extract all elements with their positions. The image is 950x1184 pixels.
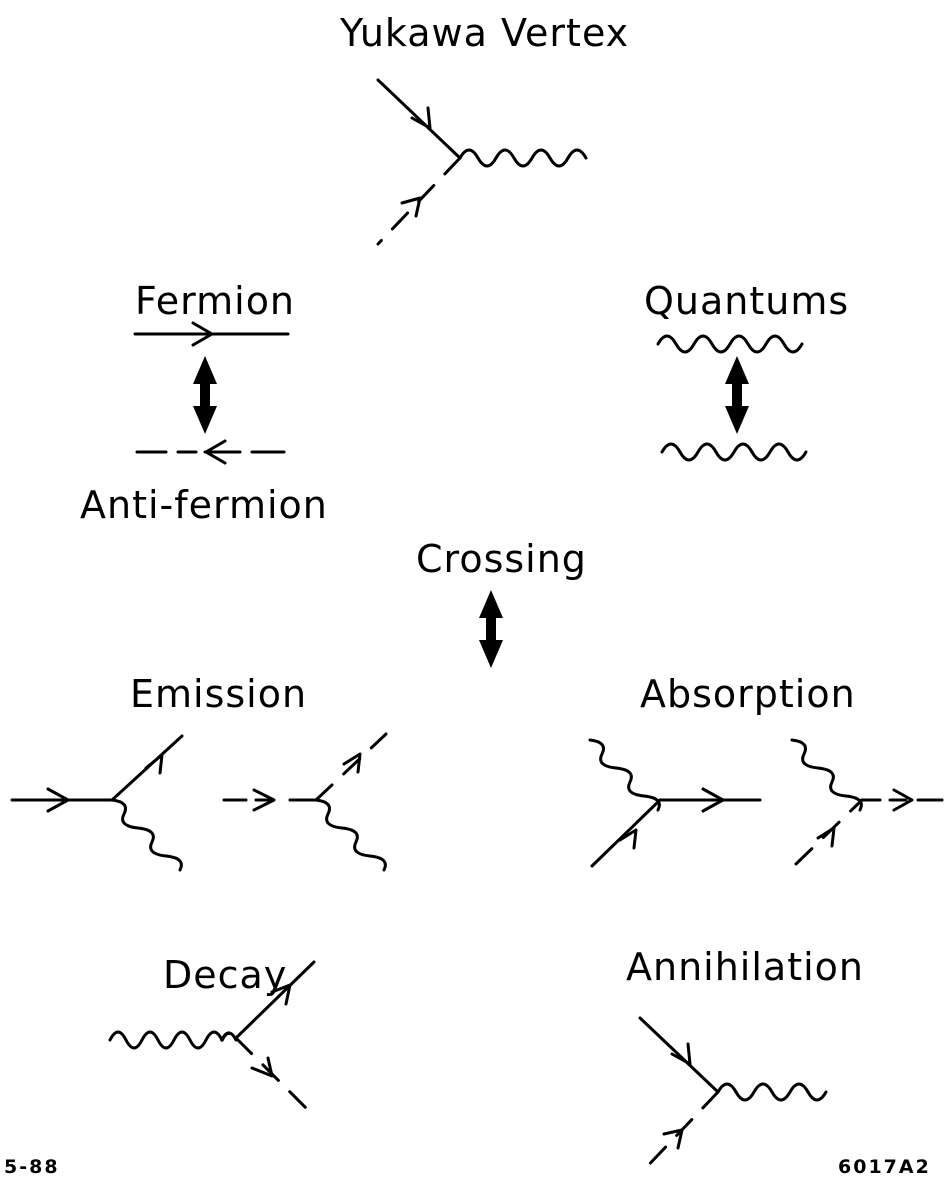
yukawa-quantum-wave xyxy=(458,148,588,168)
absorption-antifermion-diagram xyxy=(790,738,944,866)
emission-fermion-diagram xyxy=(10,734,184,872)
fermion-double-arrow-icon xyxy=(193,356,217,434)
fermion-line-diagram xyxy=(133,321,290,347)
label-crossing: Crossing xyxy=(416,537,587,581)
yukawa-fermion-line xyxy=(376,78,462,160)
fermion-arrow xyxy=(191,321,214,347)
label-emission: Emission xyxy=(130,672,308,716)
quantum-double-arrow-icon xyxy=(725,356,749,434)
absorption2-out-arrow xyxy=(892,788,914,812)
absorption1-in-arrow xyxy=(618,828,638,850)
absorption1-in-line xyxy=(590,798,662,868)
absorption-fermion-diagram xyxy=(588,738,762,868)
decay-vis-solid-fermion-arrow xyxy=(270,983,292,1006)
annihilation-fermion-line xyxy=(638,1016,720,1094)
quantum-wave-top xyxy=(656,334,804,354)
antifermion-arrow xyxy=(204,439,227,465)
emission1-out-arrow xyxy=(144,753,164,775)
annihilation-antifermion-arrow xyxy=(662,1128,684,1150)
label-decay: Decay xyxy=(163,953,288,997)
footer-left-code: 5-88 xyxy=(4,1156,60,1178)
emission2-out-line xyxy=(314,732,388,802)
absorption2-in-arrow xyxy=(816,826,836,848)
label-fermion: Fermion xyxy=(135,279,296,323)
annihilation-quantum-wave xyxy=(716,1082,828,1102)
absorption1-wave xyxy=(588,738,661,812)
yukawa-fermion-arrow xyxy=(410,106,432,130)
footer-right-code: 6017A2 xyxy=(838,1156,931,1178)
annihilation-diagram xyxy=(638,1016,828,1176)
crossing-double-arrow-icon xyxy=(479,590,503,668)
decay-vis-dashed-antifermion-down xyxy=(234,1036,318,1120)
decay-wave xyxy=(108,1030,224,1050)
antifermion-line-diagram xyxy=(135,439,286,465)
emission2-out-arrow xyxy=(342,752,362,774)
quantum-wave-bottom xyxy=(660,442,808,462)
emission1-wave xyxy=(110,798,183,872)
absorption1-out-arrow xyxy=(701,787,725,813)
label-quantums: Quantums xyxy=(644,279,850,323)
label-annihilation: Annihilation xyxy=(626,945,864,989)
title-yukawa-vertex: Yukawa Vertex xyxy=(340,11,630,55)
yukawa-antifermion-arrow xyxy=(400,196,422,218)
absorption2-wave xyxy=(790,738,863,812)
emission2-wave xyxy=(314,798,387,872)
yukawa-vertex-diagram xyxy=(376,78,588,246)
emission2-in-arrow xyxy=(252,788,276,812)
label-absorption: Absorption xyxy=(640,672,856,716)
decay-vis-solid-fermion-up xyxy=(234,960,316,1040)
annihilation-antifermion-line xyxy=(638,1090,720,1176)
emission-antifermion-diagram xyxy=(222,732,388,872)
annihilation-fermion-arrow xyxy=(670,1042,692,1066)
decay-vis-dashed-antifermion-arrow xyxy=(250,1056,274,1078)
emission1-in-arrow xyxy=(46,787,70,813)
label-anti-fermion: Anti-fermion xyxy=(80,483,328,527)
